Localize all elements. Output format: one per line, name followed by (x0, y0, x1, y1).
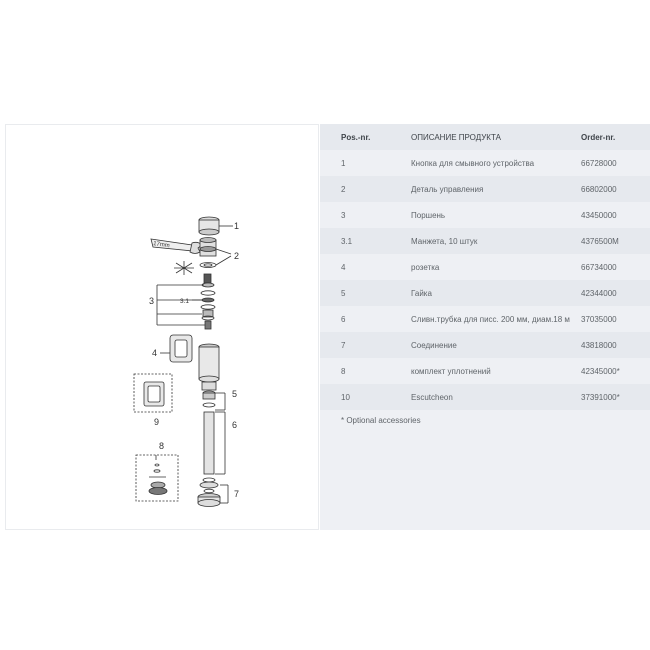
callout-5: 5 (232, 389, 237, 399)
row-order: 42344000 (581, 280, 650, 306)
row-order: 66734000 (581, 254, 650, 280)
row-order: 66728000 (581, 150, 650, 176)
footnote: * Optional accessories (341, 416, 421, 425)
part-body (198, 343, 220, 391)
row-pos: 2 (320, 176, 411, 202)
row-order: 37035000 (581, 306, 650, 332)
table-header-row: Pos.-nr. ОПИСАНИЕ ПРОДУКТА Order-nr. (320, 124, 650, 150)
row-description: Деталь управления (411, 176, 581, 202)
row-pos: 6 (320, 306, 411, 332)
row-description: Гайка (411, 280, 581, 306)
row-pos: 3 (320, 202, 411, 228)
row-description: Escutcheon (411, 384, 581, 410)
header-pos: Pos.-nr. (320, 124, 411, 150)
callout-9: 9 (154, 417, 159, 427)
part-rosette (160, 334, 193, 363)
row-pos: 8 (320, 358, 411, 384)
row-description: Кнопка для смывного устройства (411, 150, 581, 176)
row-order: 66802000 (581, 176, 650, 202)
exploded-diagram: 17mm (133, 216, 239, 507)
part-seal-kit-accessory (135, 454, 179, 502)
header-order: Order-nr. (581, 124, 650, 150)
row-description: Соединение (411, 332, 581, 358)
row-order: 42345000* (581, 358, 650, 384)
callout-1: 1 (234, 221, 239, 231)
part-nut (202, 390, 226, 411)
callout-6: 6 (232, 420, 237, 430)
part-button (198, 216, 233, 236)
row-pos: 10 (320, 384, 411, 410)
row-description: розетка (411, 254, 581, 280)
row-description: комплект уплотнений (411, 358, 581, 384)
row-order: 43450000 (581, 202, 650, 228)
row-pos: 7 (320, 332, 411, 358)
callout-8: 8 (159, 441, 164, 451)
callout-3-1: 3.1 (180, 298, 189, 305)
part-connector (197, 477, 229, 507)
part-flush-pipe (203, 411, 226, 475)
callout-2: 2 (234, 251, 239, 261)
row-description: Сливн.трубка для писс. 200 мм, диам.18 м (411, 306, 581, 332)
row-order: 43818000 (581, 332, 650, 358)
row-order: 4376500M (581, 228, 650, 254)
wrench-label: 17mm (153, 241, 170, 249)
row-description: Манжета, 10 штук (411, 228, 581, 254)
header-description: ОПИСАНИЕ ПРОДУКТА (411, 124, 581, 150)
row-pos: 5 (320, 280, 411, 306)
callout-4: 4 (152, 348, 157, 358)
part-control-unit (174, 237, 232, 275)
part-piston-stack (156, 273, 216, 330)
row-pos: 4 (320, 254, 411, 280)
callout-3: 3 (149, 296, 154, 306)
callout-7: 7 (234, 489, 239, 499)
row-pos: 1 (320, 150, 411, 176)
row-pos: 3.1 (320, 228, 411, 254)
row-order: 37391000* (581, 384, 650, 410)
part-escutcheon-accessory (133, 373, 173, 413)
exploded-diagram-panel: 17mm (5, 124, 319, 530)
row-description: Поршень (411, 202, 581, 228)
wrench: 17mm (150, 238, 203, 254)
